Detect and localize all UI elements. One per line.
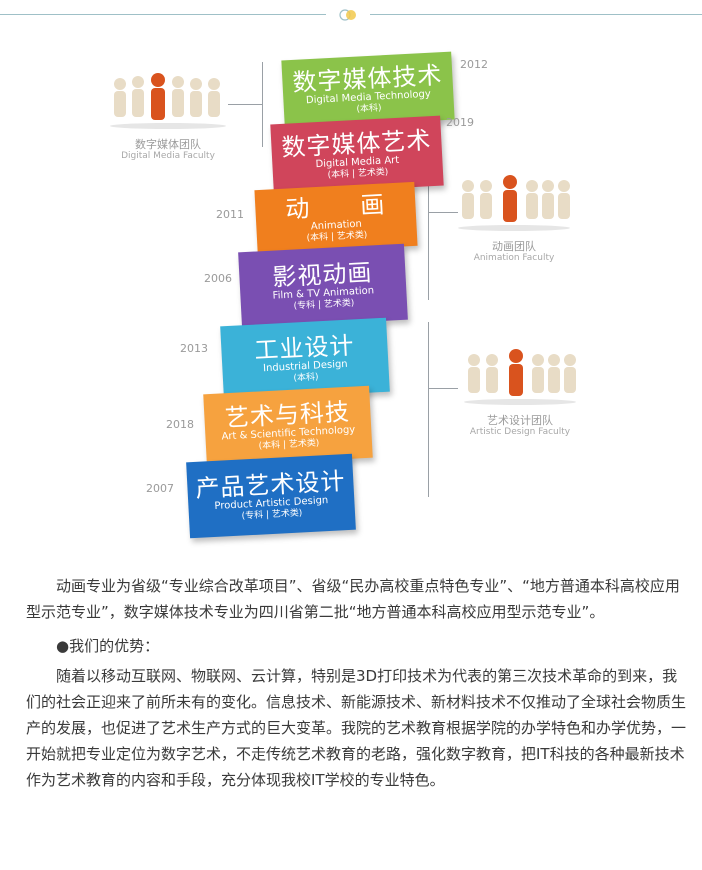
year-label: 2007 [146, 482, 174, 495]
team-figures-icon [464, 349, 576, 405]
team-label-en: Artistic Design Faculty [469, 427, 571, 437]
article-body: 动画专业为省级“专业综合改革项目”、省级“民办高校重点特色专业”、“地方普通本科… [26, 573, 686, 793]
major-type: (专科 | 艺术类) [241, 507, 303, 522]
year-label: 2006 [204, 272, 232, 285]
team-figures-icon [458, 175, 570, 231]
majors-figure: 数字媒体技术 Digital Media Technology (本科) 201… [0, 40, 702, 560]
major-type: (本科) [356, 102, 382, 115]
figure-group [110, 73, 226, 129]
year-label: 2013 [180, 342, 208, 355]
year-label: 2011 [216, 208, 244, 221]
team-digital-media: 数字媒体团队 Digital Media Faculty [104, 70, 232, 162]
major-type: (本科 | 艺术类) [327, 166, 389, 181]
team-figures-icon [110, 73, 226, 129]
top-divider [0, 9, 702, 21]
bracket-line [262, 62, 263, 147]
advantages-heading: ●我们的优势： [56, 637, 160, 655]
team-label-cn: 动画团队 [492, 240, 536, 253]
major-block-film-tv-animation: 影视动画 Film & TV Animation (专科 | 艺术类) [238, 243, 408, 329]
paragraph-intro: 动画专业为省级“专业综合改革项目”、省级“民办高校重点特色专业”、“地方普通本科… [26, 577, 680, 621]
team-animation: 动画团队 Animation Faculty [454, 172, 574, 264]
major-type: (专科 | 艺术类) [293, 297, 355, 312]
major-type: (本科 | 艺术类) [258, 437, 320, 452]
major-name-cn: 数字媒体艺术 [280, 125, 433, 162]
team-label-en: Animation Faculty [473, 253, 555, 263]
figure-group [458, 175, 570, 231]
figure-group [464, 349, 576, 405]
major-type: (本科 | 艺术类) [306, 229, 368, 244]
paragraph-advantages: 随着以移动互联网、物联网、云计算，特别是3D打印技术为代表的第三次技术革命的到来… [26, 667, 687, 789]
circle-ornament-icon [339, 9, 356, 21]
major-block-product-artistic-design: 产品艺术设计 Product Artistic Design (专科 | 艺术类… [186, 453, 356, 539]
major-type: (本科) [293, 371, 319, 384]
year-label: 2012 [460, 58, 488, 71]
team-label-cn: 数字媒体团队 [135, 138, 201, 151]
year-label: 2019 [446, 116, 474, 129]
divider-line-right [370, 14, 702, 15]
bracket-line [228, 104, 262, 105]
team-artistic-design: 艺术设计团队 Artistic Design Faculty [460, 346, 580, 438]
divider-line-left [0, 14, 326, 15]
year-label: 2018 [166, 418, 194, 431]
major-block-digital-media-art: 数字媒体艺术 Digital Media Art (本科 | 艺术类) [270, 115, 444, 195]
bracket-line [428, 388, 458, 389]
bracket-line [428, 322, 429, 497]
bracket-line [428, 180, 429, 300]
team-label-cn: 艺术设计团队 [487, 414, 553, 427]
major-name-cn: 动 画 [284, 189, 387, 224]
team-label-en: Digital Media Faculty [121, 151, 215, 161]
bracket-line [428, 212, 458, 213]
